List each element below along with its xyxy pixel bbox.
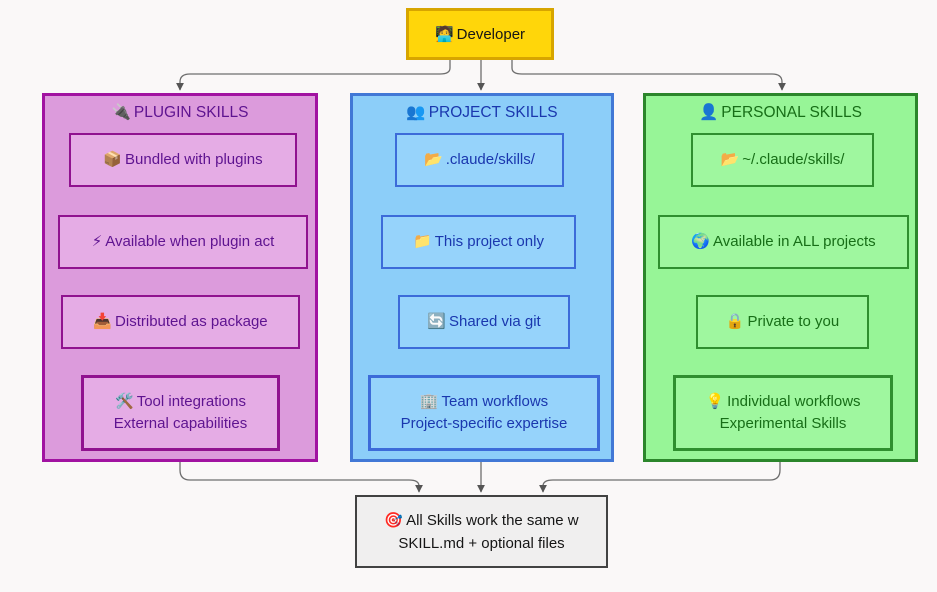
node-label: Private to you [747,313,840,330]
node-distributed-as-package: 📥Distributed as package [61,295,300,349]
node-all-skills-summary: 🎯All Skills work the same w SKILL.md + o… [355,495,608,568]
node-this-project-only: 📁This project only [381,215,576,269]
personal-skills-container: 👤PERSONAL SKILLS 📂~/.claude/skills/ 🌍Ava… [643,93,918,462]
node-label: Available in ALL projects [713,233,876,250]
plugin-skills-container: 🔌PLUGIN SKILLS 📦Bundled with plugins ⚡Av… [42,93,318,462]
node-home-claude-skills-dir: 📂~/.claude/skills/ [691,133,874,187]
lock-icon: 🔒 [725,313,745,330]
node-label-line2: Project-specific expertise [400,415,568,432]
summary-line2: SKILL.md + optional files [398,534,565,552]
personal-skills-title-label: PERSONAL SKILLS [721,104,863,121]
folder-icon: 📁 [413,233,432,250]
node-label: Shared via git [448,313,541,330]
plugin-skills-title-label: PLUGIN SKILLS [133,104,249,121]
project-skills-container: 👥PROJECT SKILLS 📂.claude/skills/ 📁This p… [350,93,614,462]
open-folder-icon: 📂 [720,151,740,168]
node-label: ~/.claude/skills/ [742,151,845,168]
node-label: Team workflows [441,393,549,410]
node-label: This project only [434,233,544,250]
tools-icon: 🛠️ [115,393,134,410]
lightning-icon: ⚡ [91,233,103,250]
globe-icon: 🌍 [691,233,711,250]
project-skills-title: 👥PROJECT SKILLS [353,103,611,122]
target-icon: 🎯 [384,511,404,529]
package-icon: 📦 [103,151,123,168]
node-private-to-you: 🔒Private to you [696,295,869,349]
developer-label: Developer [456,25,526,43]
node-individual-workflows: 💡Individual workflows Experimental Skill… [673,375,893,451]
node-label-line2: Experimental Skills [719,415,847,432]
node-label: Bundled with plugins [125,151,263,168]
node-team-workflows: 🏢Team workflows Project-specific experti… [368,375,600,451]
node-label: Available when plugin act [105,233,275,250]
node-label: Distributed as package [115,313,268,330]
person-icon: 👤 [698,104,719,121]
node-shared-via-git: 🔄Shared via git [398,295,570,349]
summary-line1: All Skills work the same w [406,511,579,529]
node-bundled-with-plugins: 📦Bundled with plugins [69,133,297,187]
node-claude-skills-dir: 📂.claude/skills/ [395,133,564,187]
node-label: .claude/skills/ [445,151,535,168]
developer-node: 🧑‍💻 Developer [406,8,554,60]
node-tool-integrations: 🛠️Tool integrations External capabilitie… [81,375,280,451]
node-available-when-plugin-active: ⚡Available when plugin act [58,215,308,269]
plug-icon: 🔌 [111,104,131,121]
git-sync-icon: 🔄 [427,313,446,330]
node-label-line2: External capabilities [113,415,248,432]
developer-icon: 🧑‍💻 [434,26,454,43]
node-label: Tool integrations [136,393,246,410]
plugin-skills-title: 🔌PLUGIN SKILLS [45,103,315,122]
inbox-icon: 📥 [93,313,113,330]
project-skills-title-label: PROJECT SKILLS [428,104,558,121]
bulb-icon: 💡 [705,393,725,410]
node-available-in-all-projects: 🌍Available in ALL projects [658,215,909,269]
node-label: Individual workflows [727,393,861,410]
open-folder-icon: 📂 [424,151,443,168]
building-icon: 🏢 [419,393,439,410]
personal-skills-title: 👤PERSONAL SKILLS [646,103,915,122]
team-icon: 👥 [406,104,426,121]
